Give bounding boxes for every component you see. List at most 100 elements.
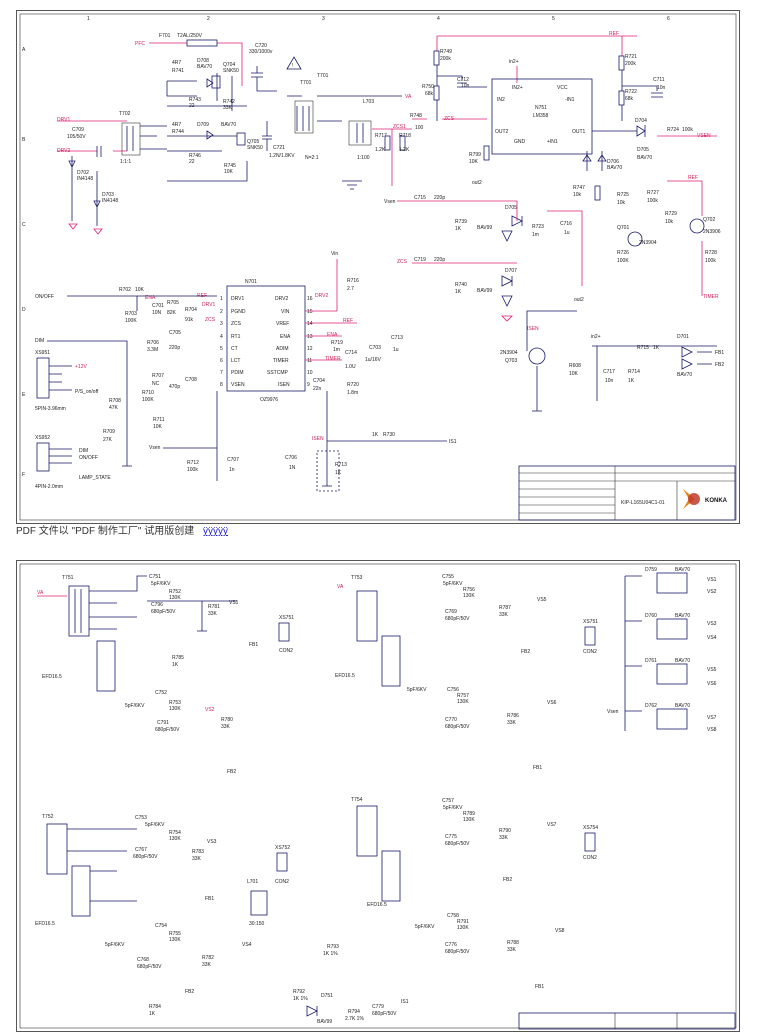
value-c767: 680pF/50V <box>133 854 158 860</box>
label-c715: C715 <box>414 195 426 201</box>
value-c705: 220p <box>169 345 180 351</box>
controller-stage: ON/OFF R702 10K R703 100K C701 10N R705 … <box>35 251 457 492</box>
grid-row-e: E <box>22 392 26 398</box>
label-r718: R718 <box>399 133 411 139</box>
net-ref: REF <box>609 31 619 37</box>
block-t754: T754 EFD16.5 C757 5pF/6KV R789 130K VS7 … <box>351 797 598 990</box>
value-r791: 130K <box>457 925 469 931</box>
label-c713: C713 <box>391 335 403 341</box>
net-is1-2: IS1 <box>401 999 409 1005</box>
label-q704: Q704 <box>223 62 235 68</box>
value-r707: NC <box>152 381 160 387</box>
value-r750: 68k <box>425 91 434 97</box>
n701-pin-timer: TIMER <box>273 358 289 364</box>
value-d751: BAV99 <box>317 1019 332 1025</box>
label-q702: Q702 <box>703 217 715 223</box>
pdf-footer-link[interactable]: ÿÿÿÿÿ <box>203 526 228 537</box>
net-va-1: VA <box>37 590 44 596</box>
net-vs8-a: VS8 <box>555 928 565 934</box>
value-q705: SNK50 <box>247 145 263 151</box>
label-r711: R711 <box>153 417 165 423</box>
label-r713: R713 <box>335 462 347 468</box>
transformer-l703 <box>348 120 372 146</box>
connector-xs751-a <box>278 622 290 642</box>
ratio-t702: 1:1:1 <box>120 159 131 165</box>
label-q705: Q705 <box>247 139 259 145</box>
label-d760: D760 <box>645 613 657 619</box>
n701-pin-sstcmp: SSTCMP <box>267 370 289 376</box>
label-r714: R714 <box>628 369 640 375</box>
net-drv2: DRV2 <box>57 148 70 154</box>
ratio-l703: 1:100 <box>357 155 370 161</box>
value-c704: 22n <box>313 386 322 392</box>
resistor-r717 <box>384 135 391 151</box>
label-c712: C712 <box>457 77 469 83</box>
value-c715: 220p <box>434 195 445 201</box>
value-c720: 330/1000v <box>249 49 273 55</box>
value-r792: 1K 1% <box>293 996 308 1002</box>
value-c769: 680pF/50V <box>445 616 470 622</box>
value-r724: 100k <box>682 127 693 133</box>
label-l701: L701 <box>247 879 258 885</box>
fuse-f701 <box>186 39 218 47</box>
net-in2: in2+ <box>509 59 519 65</box>
value-c752: 5pF/6KV <box>125 703 145 709</box>
schematic-sheet-2: T751 VA C751 5pF/6KV R752 130K C796 680p… <box>16 560 740 1032</box>
label-r748: R748 <box>410 113 422 119</box>
net-dim: DIM <box>35 338 44 344</box>
net-in2-b: in2+ <box>591 334 601 340</box>
net-ref-3: REF <box>197 293 207 299</box>
label-xs754: XS754 <box>583 825 598 831</box>
ratio-t701: N=2:1 <box>305 155 319 161</box>
value-r741: 4R7 <box>172 60 181 66</box>
label-d701: D701 <box>677 334 689 340</box>
value-r799: 10K <box>469 159 479 165</box>
net-is1: IS1 <box>449 439 457 445</box>
net-fb1: FB1 <box>715 350 724 356</box>
label-c758: C758 <box>447 913 459 919</box>
value-r756: 130K <box>463 593 475 599</box>
d762-vs8: VS8 <box>707 727 717 733</box>
value-r780: 33K <box>221 724 231 730</box>
label-r788: R788 <box>507 940 519 946</box>
label-c769: C769 <box>445 609 457 615</box>
diode-d759 <box>656 572 688 594</box>
value-r788: 33K <box>507 947 517 953</box>
block-t751: T751 VA C751 5pF/6KV R752 130K C796 680p… <box>37 574 294 775</box>
value-c758: 5pF/6KV <box>415 924 435 930</box>
label-r728: R728 <box>705 250 717 256</box>
net-zcs-in-2: ZCS <box>397 259 408 265</box>
value-r794: 2.7K 1% <box>345 1016 364 1022</box>
n701-pin-vsen: VSEN <box>231 382 245 388</box>
net-plus12v: +12V <box>75 364 87 370</box>
label-c756: C756 <box>447 687 459 693</box>
net-timer-out: TIMER <box>703 294 719 300</box>
n751-pin-out2: OUT2 <box>495 129 509 135</box>
label-r707: R707 <box>152 373 164 379</box>
ground-symbol <box>342 180 362 190</box>
label-r781: R781 <box>208 604 220 610</box>
net-fb2-b: FB2 <box>185 989 194 995</box>
label-q701: Q701 <box>617 225 629 231</box>
n701-pinno-13: 13 <box>307 334 313 340</box>
resistor-r750 <box>433 85 440 101</box>
grid-row-b: B <box>22 137 26 143</box>
net-pfc: PFC <box>135 41 145 47</box>
value-c755: 5pF/6KV <box>443 581 463 587</box>
label-t751: T751 <box>62 575 74 581</box>
label-r793: R793 <box>327 944 339 950</box>
value-d705: BAV70 <box>637 155 652 161</box>
label-r724: R724 <box>667 127 679 133</box>
transistor-q703 <box>528 347 546 365</box>
net-vs3: VS3 <box>207 839 217 845</box>
net-vsen-sheet2: Vsen <box>607 709 619 715</box>
label-r755: R755 <box>169 931 181 937</box>
label-r744: R744 <box>172 129 184 135</box>
value-c713: 1u <box>393 347 399 353</box>
warning-icon <box>286 56 302 70</box>
value-r711: 10K <box>153 424 163 430</box>
label-r790: R790 <box>499 828 511 834</box>
label-d759: D759 <box>645 567 657 573</box>
value-d708: BAV70 <box>197 64 212 70</box>
xs952-dim: DIM <box>79 448 88 454</box>
